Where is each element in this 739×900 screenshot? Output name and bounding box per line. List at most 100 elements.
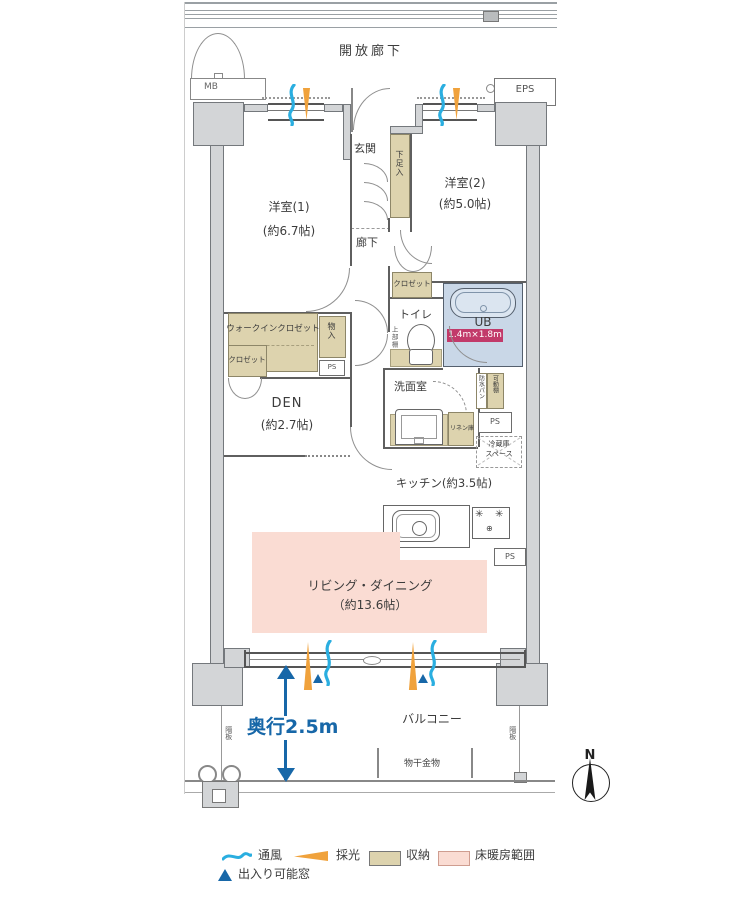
depth-arrow-head-down	[277, 768, 295, 782]
interior-wall	[383, 368, 443, 370]
fridge-space-label: スペース	[485, 450, 513, 458]
depth-dimension-label: 奥行2.5m	[245, 716, 341, 740]
mb-label: MB	[204, 82, 218, 92]
den-door-arc	[228, 378, 245, 399]
partition-foot	[514, 772, 527, 783]
closet-bed1-label: クロゼット	[228, 355, 266, 364]
partition-label: 隔板	[224, 726, 233, 740]
shoe-cabinet-label: 下足入	[395, 150, 404, 177]
wall-right	[526, 145, 540, 665]
column-top-right	[495, 102, 547, 146]
railing-line	[185, 27, 557, 28]
bedroom2-size: (約5.0帖)	[438, 197, 492, 211]
eps-box	[494, 78, 556, 106]
bathtub-drain	[480, 305, 487, 312]
column-bottom-left	[192, 663, 243, 706]
laundry-fixture-label: 物干金物	[404, 759, 441, 769]
interior-wall	[388, 297, 443, 299]
vent-icon	[222, 852, 252, 861]
depth-arrow-head-up	[277, 665, 295, 679]
shoe-cabinet-door-arc	[364, 182, 388, 201]
entrance-label: 玄関	[354, 142, 376, 155]
ps-box-kitchen	[494, 548, 526, 566]
interior-wall	[410, 134, 412, 232]
railing-line	[185, 18, 557, 19]
open-corridor-label: 開放廊下	[338, 44, 404, 59]
balcony-partition-line	[221, 706, 222, 781]
linen-cabinet	[448, 412, 474, 446]
legend-walkout-label: 出入り可能窓	[238, 867, 311, 881]
fridge-space-label: 冷蔵庫	[488, 440, 510, 448]
hall-door-arc	[355, 334, 388, 366]
balcony-window-line	[244, 666, 526, 668]
movable-shelf-box	[487, 373, 504, 409]
interior-wall	[388, 218, 390, 232]
toilet-label: トイレ	[399, 308, 432, 321]
window-sash-line	[423, 110, 477, 111]
closet-bifold-arc	[413, 246, 432, 272]
railing-line	[185, 14, 557, 15]
window-bed2	[423, 103, 477, 121]
balcony-edge-line	[185, 780, 555, 782]
interior-opening	[305, 455, 350, 457]
storage-in-box	[319, 316, 346, 358]
vent-icon	[429, 640, 437, 686]
closet-bed2	[392, 272, 432, 298]
toilet-door-arc	[355, 300, 388, 333]
partition-label: 隔板	[508, 726, 517, 740]
shutter-dots	[262, 97, 330, 99]
closet-bed2-label: クロゼット	[393, 279, 431, 288]
vent-icon	[288, 84, 296, 126]
compass-circle	[572, 764, 610, 802]
shoe-cabinet-door-arc	[364, 201, 388, 220]
walk-in-closet-label: ウォークインクロゼット	[226, 324, 320, 334]
balcony-edge-line	[185, 792, 555, 793]
movable-shelf-label: 可動棚	[491, 375, 499, 393]
ps-box-washroom	[478, 412, 512, 433]
column-bottom-right	[496, 663, 548, 706]
balcony-partition-line	[519, 706, 520, 781]
living-size: （約13.6帖）	[332, 598, 408, 612]
legend-daylight-label: 採光	[336, 848, 361, 862]
bedroom2-label: 洋室(2)	[444, 176, 486, 190]
railing-line	[185, 10, 557, 11]
laundry-pole-bracket	[377, 748, 379, 778]
kitchen-label: キッチン(約3.5帖)	[395, 476, 493, 490]
wall-left	[210, 145, 224, 665]
shutter-dots	[417, 97, 485, 99]
bathtub-inner-line	[455, 292, 511, 313]
stove-burner-icon: ✳	[495, 509, 504, 520]
bedroom1-size: (約6.7帖)	[262, 224, 316, 238]
shoe-cabinet-door-arc	[364, 163, 388, 182]
legend-heating-swatch	[438, 851, 470, 866]
vent-icon	[324, 640, 332, 686]
stove-icon	[472, 507, 510, 539]
daylight-icon	[408, 642, 418, 690]
railing-junction-box	[483, 11, 499, 22]
den-door-arc	[245, 378, 262, 399]
boundary-line	[184, 2, 185, 794]
wall-top-segment	[477, 104, 495, 112]
fridge-space	[476, 436, 522, 468]
stove-burner-icon: ✳	[475, 509, 484, 520]
closet-bifold-arc	[394, 246, 413, 272]
legend-vent-label: 通風	[258, 848, 283, 862]
den-size: (約2.7帖)	[260, 418, 314, 432]
walkout-window-icon	[313, 674, 323, 683]
sink-inner-line	[396, 514, 436, 538]
wall-bottom-stub	[500, 648, 526, 668]
bedroom1-door-arc	[306, 268, 350, 312]
wall-bottom-stub	[224, 648, 250, 668]
washing-machine-base	[414, 437, 424, 444]
eps-label: EPS	[515, 84, 535, 95]
interior-wall	[224, 455, 305, 457]
legend-heating-label: 床暖房範囲	[475, 848, 536, 862]
balcony-window-line	[250, 659, 520, 660]
living-door-arc	[350, 427, 392, 470]
legend-storage-label: 収納	[406, 848, 431, 862]
washroom-label: 洗面室	[394, 380, 427, 393]
interior-wall	[383, 447, 478, 449]
balcony-window-end	[244, 650, 246, 668]
floor-heating-area	[400, 560, 487, 633]
